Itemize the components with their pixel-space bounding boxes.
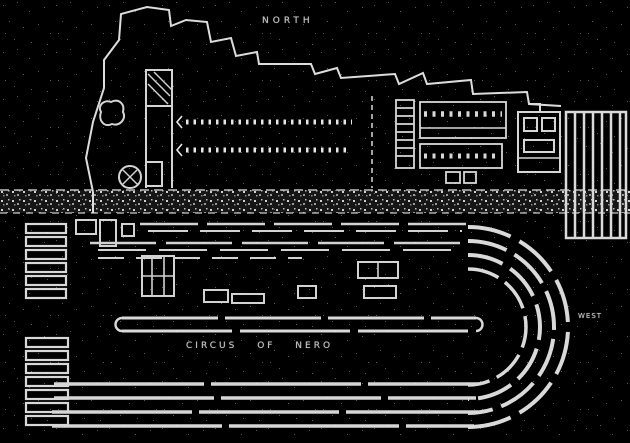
west-label: WEST [578, 312, 603, 320]
circus-caption: CIRCUS OF NERO [186, 341, 334, 351]
north-label: NORTH [262, 16, 314, 26]
